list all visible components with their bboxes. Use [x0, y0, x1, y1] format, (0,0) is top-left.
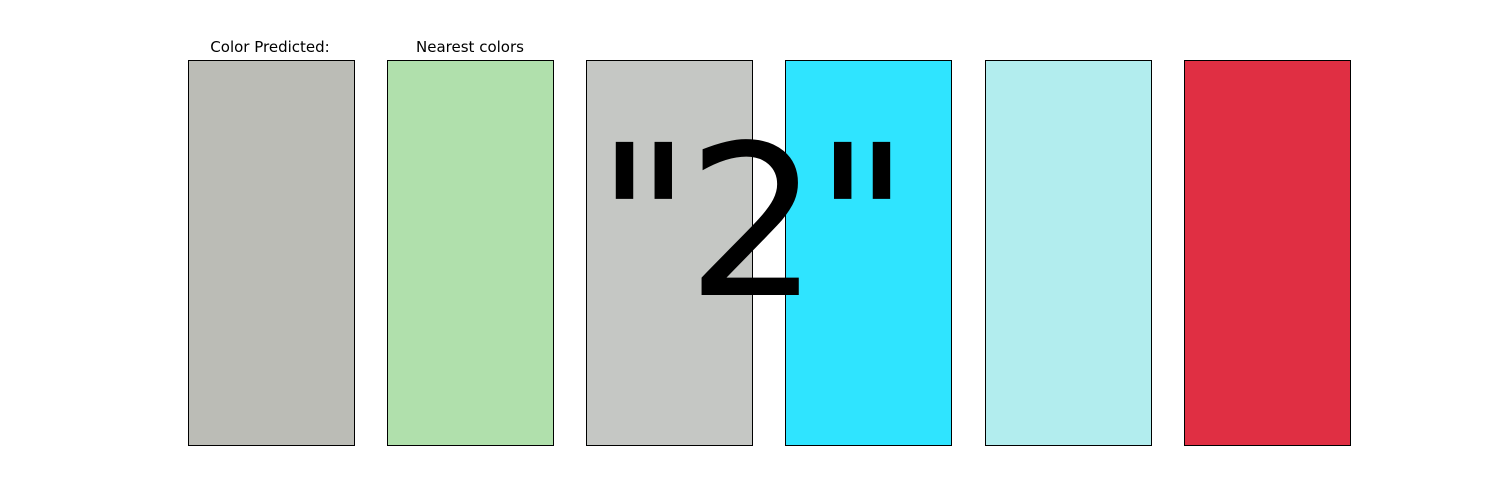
- nearest-color-swatch-3: [785, 60, 952, 446]
- nearest-color-swatch-4: [985, 60, 1152, 446]
- predicted-label: "2": [595, 100, 911, 345]
- nearest-color-swatch-1: [387, 60, 554, 446]
- nearest-color-swatch-2: [586, 60, 753, 446]
- predicted-color-swatch: [188, 60, 355, 446]
- predicted-color-title: Color Predicted:: [210, 38, 330, 56]
- nearest-colors-title: Nearest colors: [416, 38, 524, 56]
- nearest-color-swatch-5: [1184, 60, 1351, 446]
